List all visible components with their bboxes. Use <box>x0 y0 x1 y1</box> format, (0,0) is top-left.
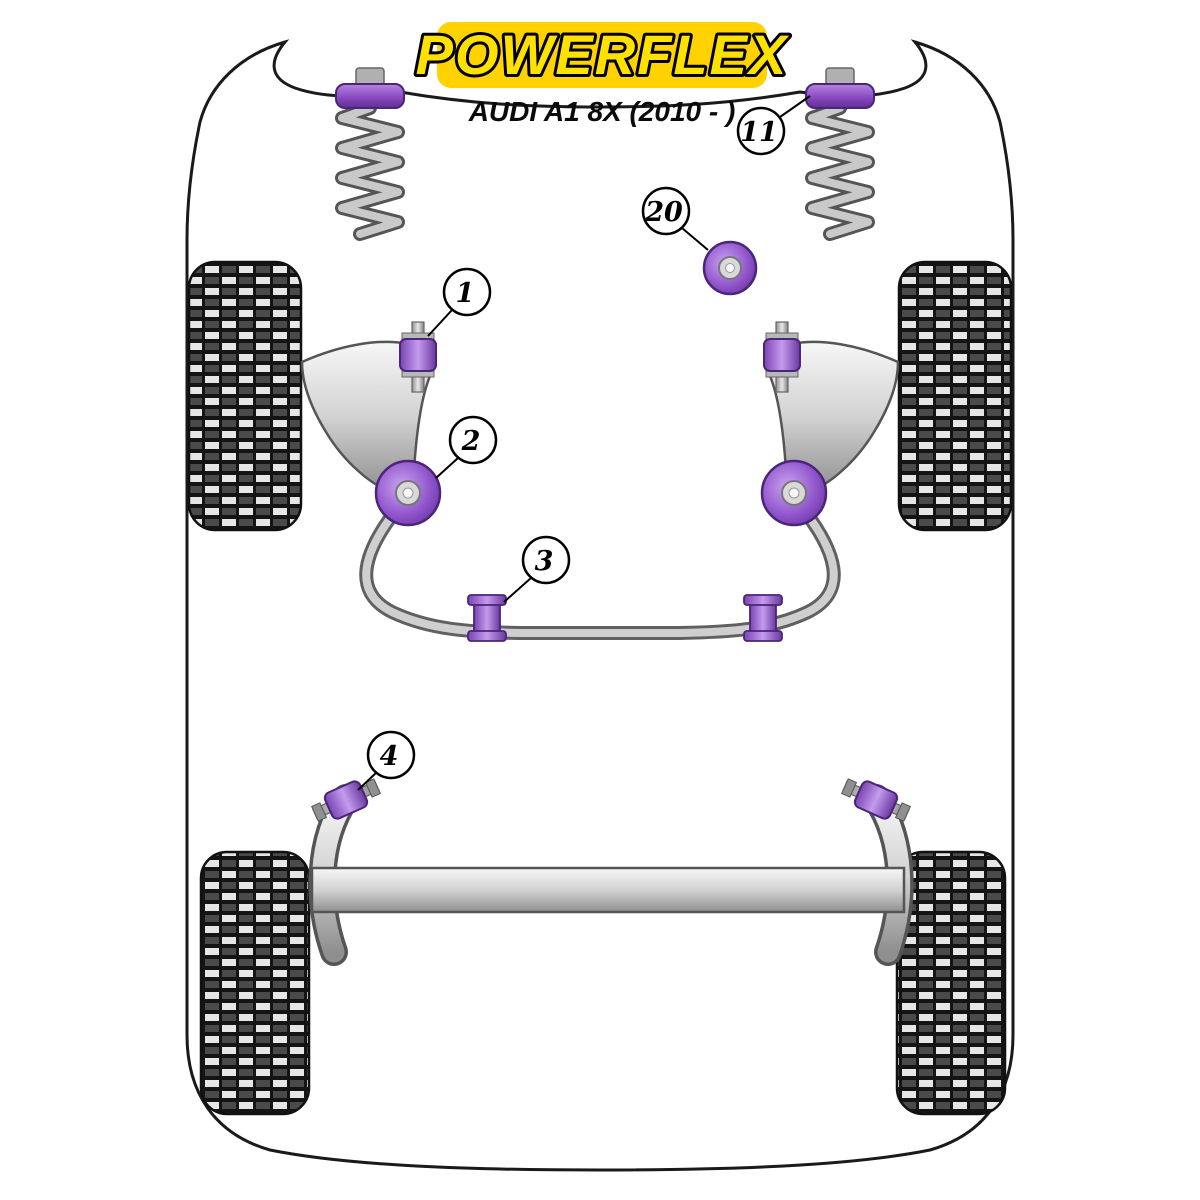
car-body-outline <box>185 39 1015 1172</box>
wheel-front-right <box>897 260 1013 532</box>
front-arm-rear-bush-left <box>374 459 442 527</box>
engine-mount-bush <box>702 240 758 296</box>
callout-11-label: 11 <box>740 117 778 148</box>
front-arm-rear-bush-right <box>760 459 828 527</box>
front-arm-front-bush-left <box>399 321 437 393</box>
rear-beam-front-bush-left <box>311 778 381 822</box>
wheel-front-left <box>187 260 303 532</box>
top-mount-bush-left <box>335 83 405 109</box>
rear-beam-front-bush-right <box>841 778 911 822</box>
coil-spring-left <box>335 67 405 241</box>
anti-roll-bar-bush-right <box>743 594 783 642</box>
callout-3-label: 3 <box>535 546 554 577</box>
brand-banner-background <box>437 22 767 88</box>
callout-1: 1 <box>442 267 492 317</box>
callout-20: 20 <box>641 186 691 236</box>
brand-banner: POWERFLEX <box>413 20 791 89</box>
callout-4: 4 <box>366 730 416 780</box>
callout-1-label: 1 <box>456 278 475 309</box>
callout-2-label: 2 <box>461 426 481 457</box>
wheel-rear-left <box>199 850 311 1116</box>
brand-logo-text: POWERFLEX <box>416 23 790 86</box>
rear-axle-beam <box>310 866 906 914</box>
callout-2: 2 <box>448 415 498 465</box>
callout-20-label: 20 <box>644 197 683 228</box>
coil-spring-right <box>805 67 875 241</box>
front-arm-front-bush-right <box>763 321 801 393</box>
top-mount-bush-right <box>805 83 875 109</box>
callout-leader-lines <box>357 95 811 791</box>
callout-4-label: 4 <box>380 741 399 772</box>
model-subtitle: AUDI A1 8X (2010 - ) <box>468 96 736 127</box>
wheel-rear-right <box>895 850 1007 1116</box>
anti-roll-bar <box>359 491 841 640</box>
callout-3: 3 <box>521 535 571 585</box>
callout-11: 11 <box>736 106 786 156</box>
anti-roll-bar-bush-left <box>467 594 507 642</box>
